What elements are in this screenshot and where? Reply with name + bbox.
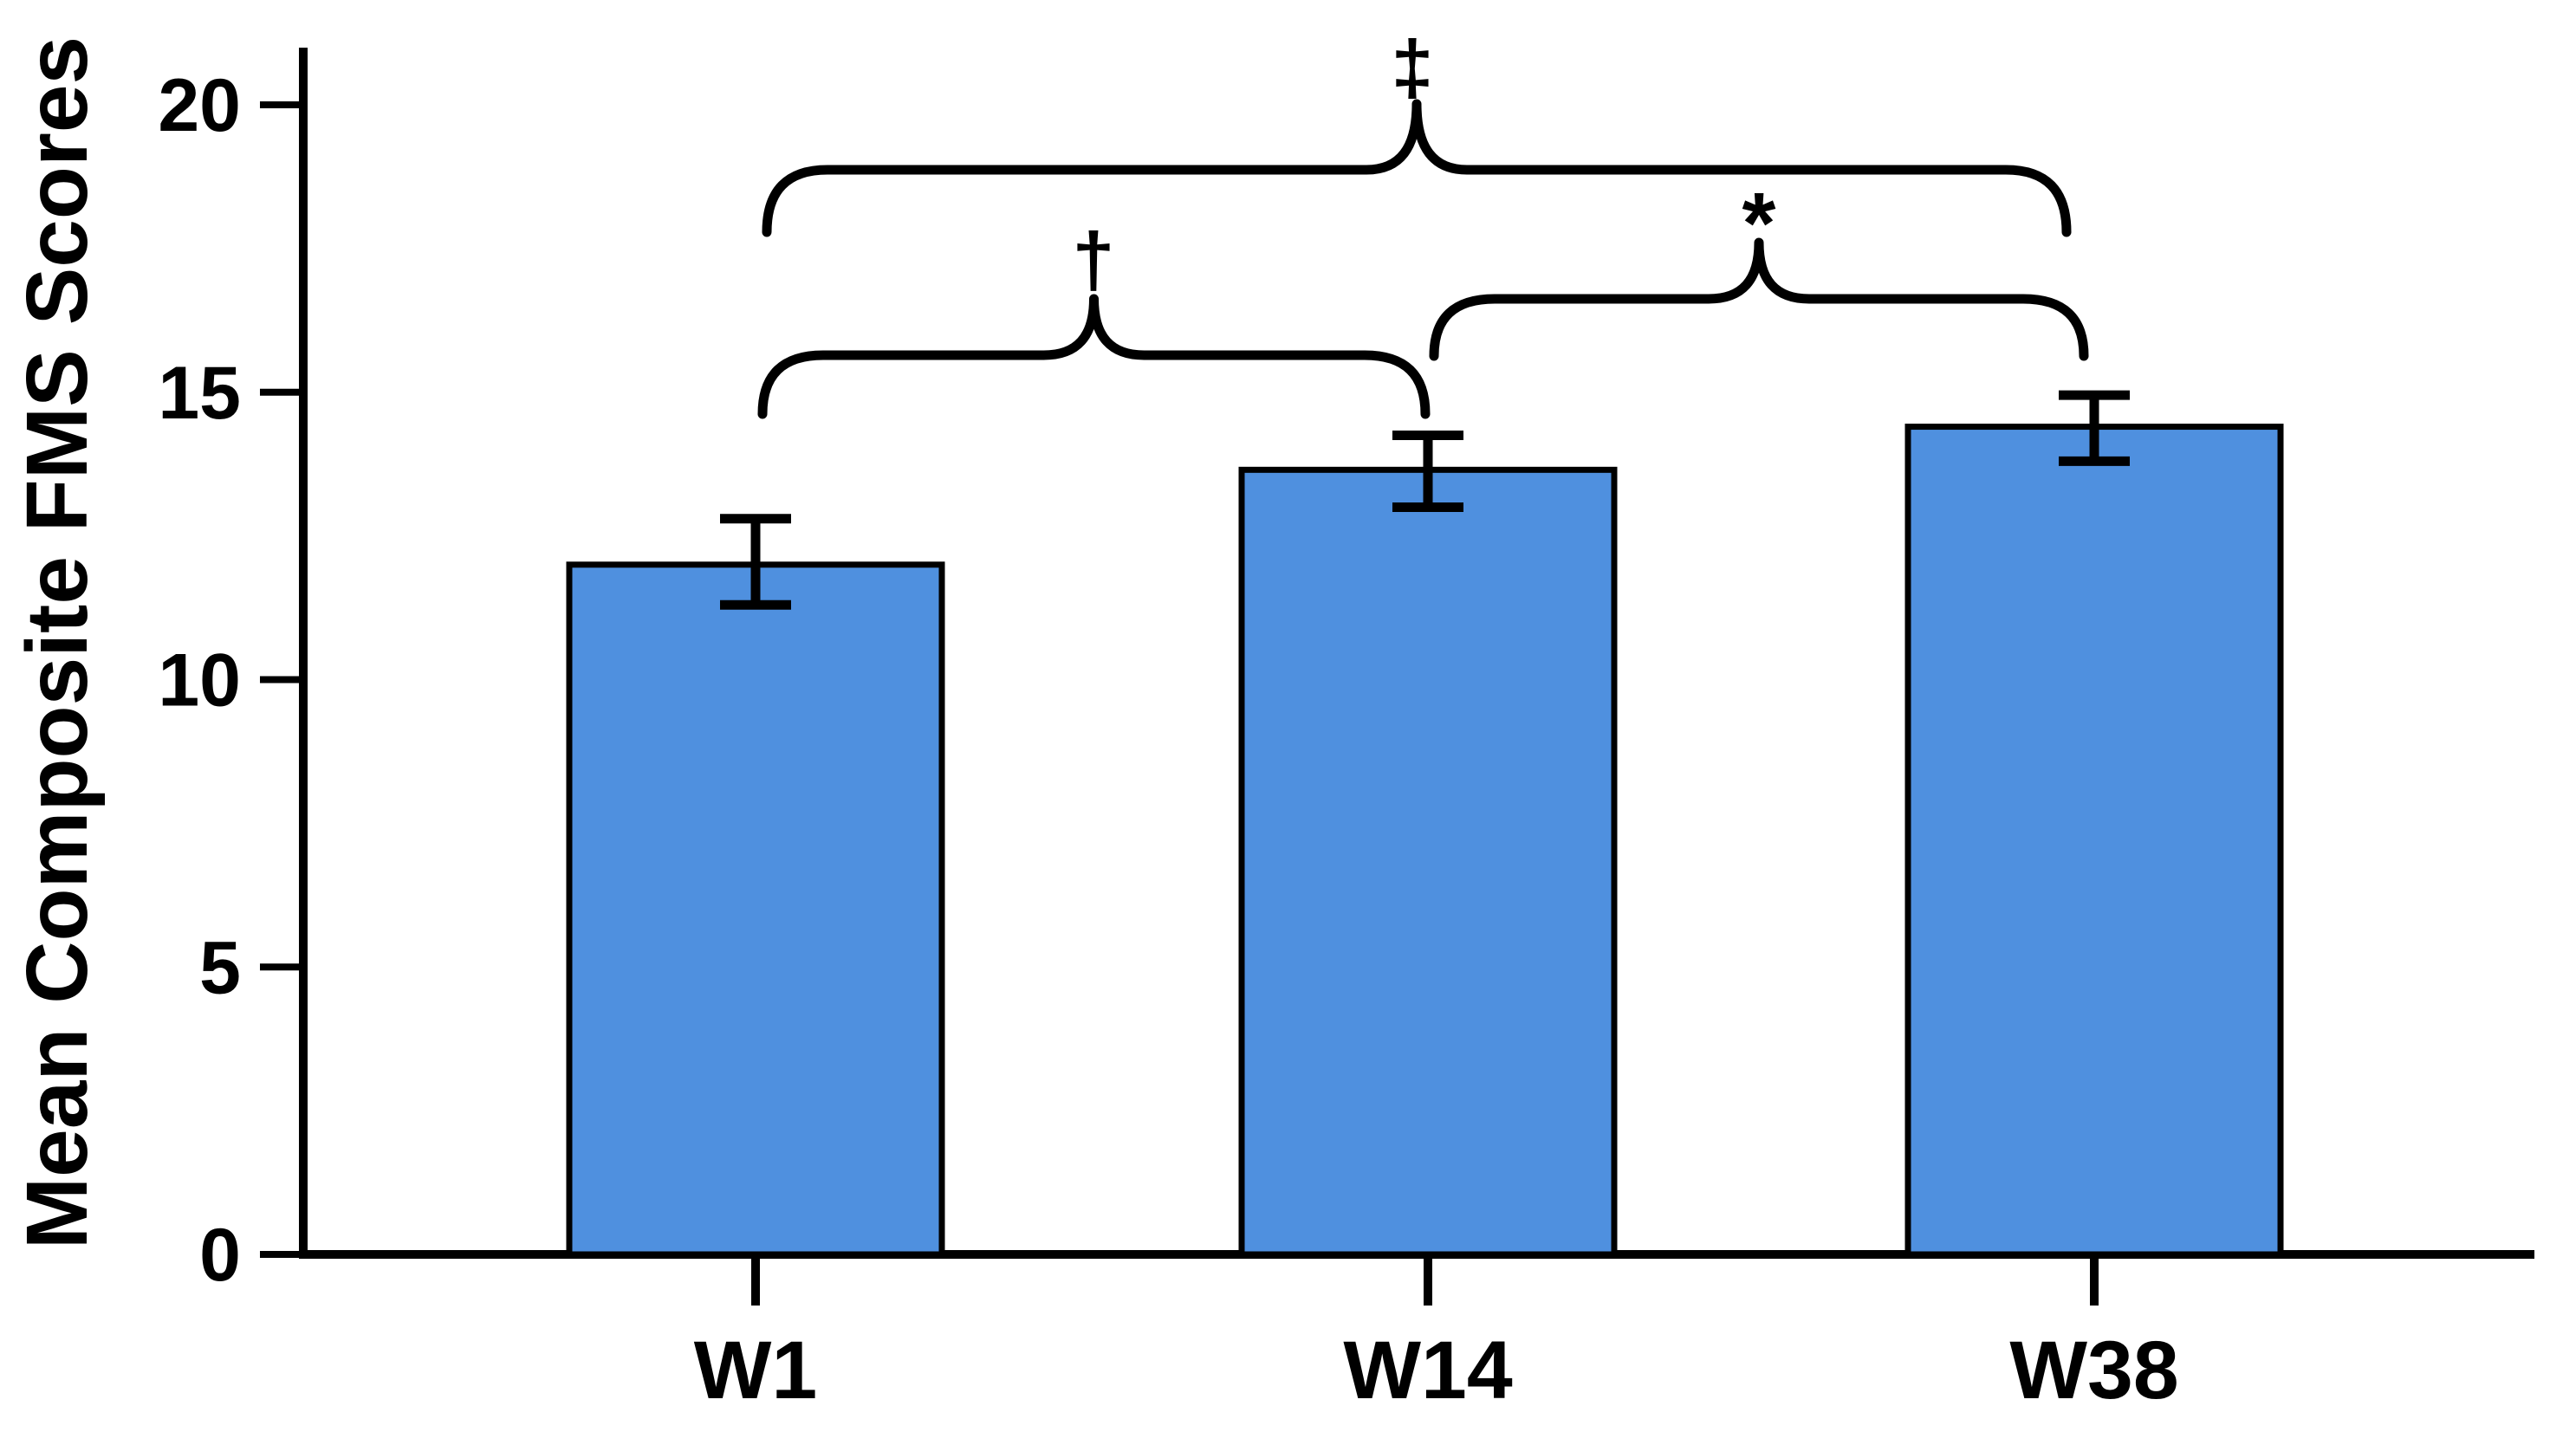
y-tick-label-20: 20 — [158, 64, 241, 147]
significance-symbols: † * ‡ — [1073, 24, 1776, 302]
bar-w1 — [566, 561, 945, 1258]
y-axis-ticks — [260, 101, 305, 1258]
y-axis-title: Mean Composite FMS Scores — [9, 36, 106, 1249]
significance-braces — [757, 99, 2089, 419]
sig-symbol-dagger: † — [1073, 217, 1115, 302]
y-tick-label-15: 15 — [158, 352, 241, 435]
x-label-w14: W14 — [1343, 1325, 1513, 1416]
sig-symbol-asterisk: * — [1742, 175, 1776, 272]
x-axis-ticks — [751, 1254, 2099, 1306]
y-tick-label-5: 5 — [199, 926, 241, 1009]
x-axis-labels: W1 W14 W38 — [694, 1325, 2179, 1416]
error-bar-w1 — [720, 514, 791, 610]
error-bar-w14 — [1392, 431, 1463, 512]
bars — [566, 424, 2284, 1258]
sig-symbol-double-dagger: ‡ — [1392, 24, 1434, 110]
x-label-w1: W1 — [694, 1325, 818, 1416]
y-tick-label-10: 10 — [158, 639, 241, 722]
bar-w14 — [1238, 466, 1618, 1258]
x-label-w38: W38 — [2009, 1325, 2178, 1416]
sig-brace-w1-w14 — [757, 294, 1431, 419]
sig-brace-w14-w38 — [1429, 237, 2089, 361]
y-axis-tick-labels: 20 15 10 5 0 — [158, 64, 241, 1297]
sig-brace-w1-w38 — [762, 99, 2072, 237]
error-bar-w38 — [2059, 390, 2130, 466]
y-tick-label-0: 0 — [199, 1214, 241, 1297]
bar-w38 — [1904, 424, 2284, 1258]
error-bars — [720, 390, 2130, 610]
